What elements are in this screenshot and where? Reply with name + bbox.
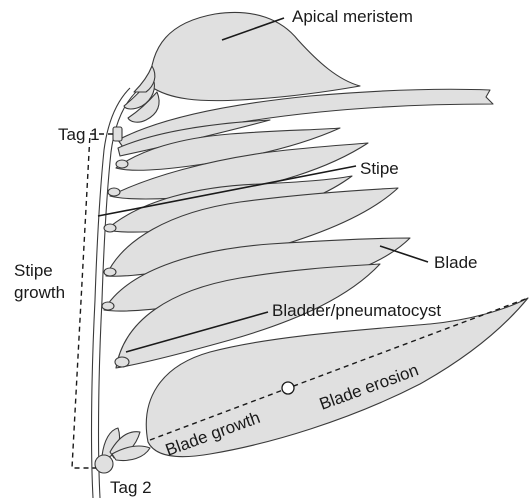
tag2-label: Tag 2 [110, 478, 152, 497]
erosion-marker [282, 382, 294, 394]
stipe-growth-label-line2: growth [14, 283, 65, 302]
bladder-label: Bladder/pneumatocyst [272, 301, 441, 320]
pneumatocyst [102, 302, 114, 310]
stipe-label: Stipe [360, 159, 399, 178]
pneumatocyst [116, 160, 128, 168]
stipe-growth-label-line1: Stipe [14, 261, 53, 280]
blade-label: Blade [434, 253, 477, 272]
tag1-label: Tag 1 [58, 125, 100, 144]
pneumatocyst [104, 268, 116, 276]
tag1-marker [113, 127, 122, 141]
pneumatocyst [115, 357, 129, 367]
stipe-growth-bracket [72, 134, 113, 468]
apical-meristem-label: Apical meristem [292, 7, 413, 26]
tag2-marker [95, 455, 113, 473]
pneumatocyst [108, 188, 120, 196]
pneumatocyst [104, 224, 116, 232]
